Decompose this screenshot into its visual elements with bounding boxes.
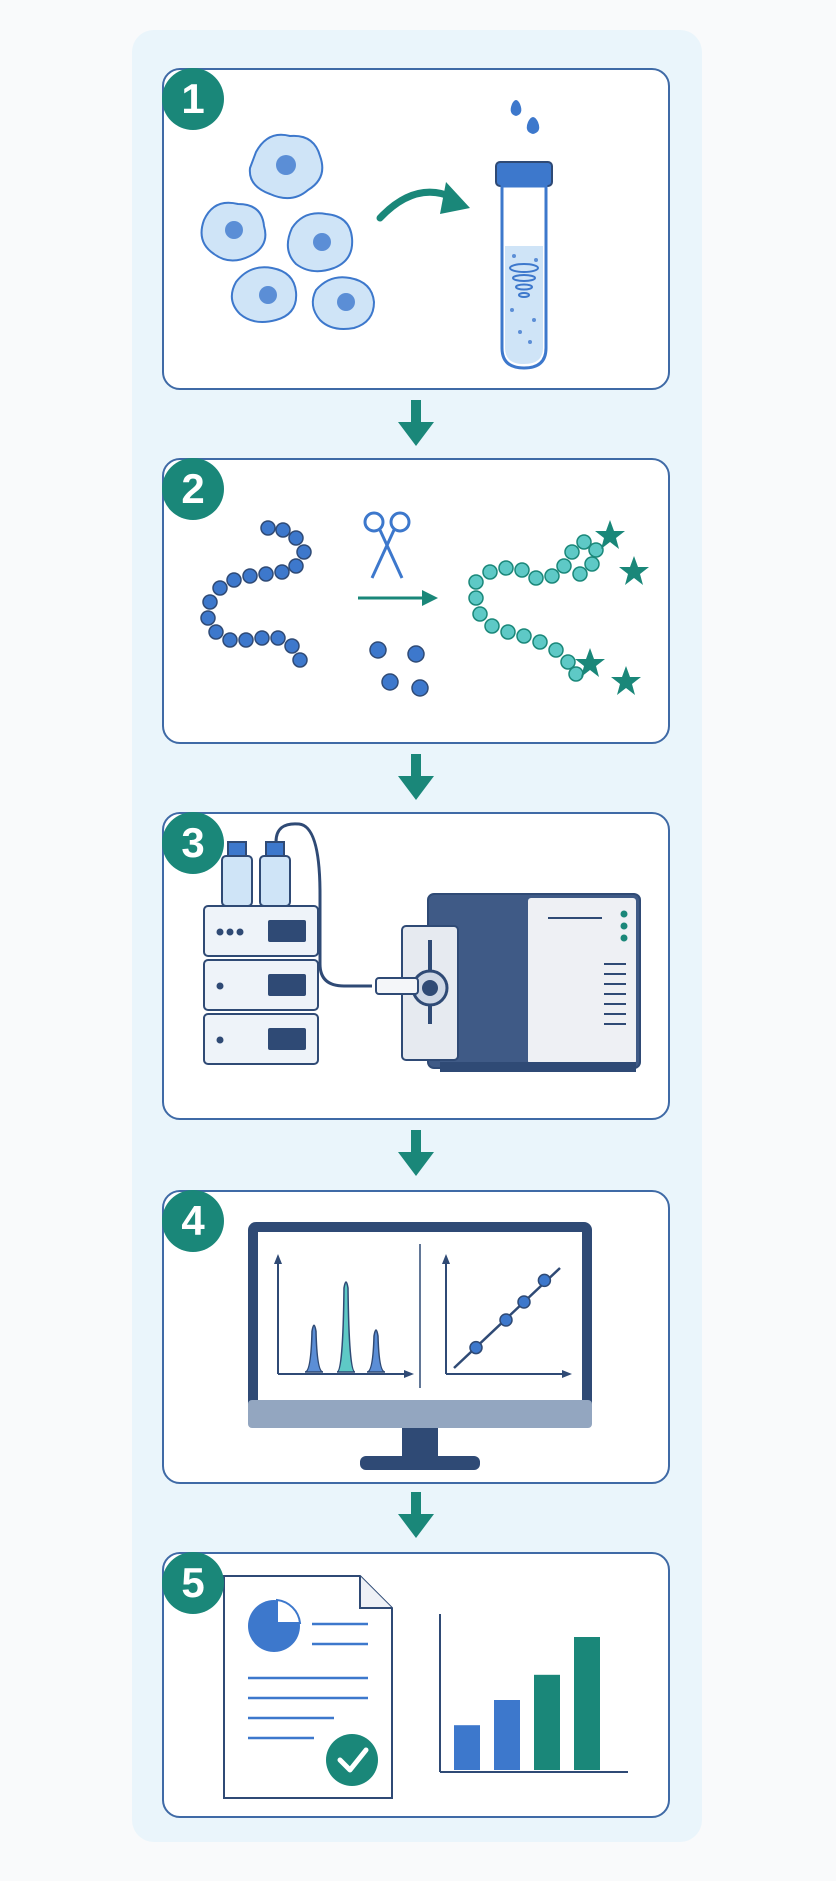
pie-chart-icon <box>248 1598 302 1652</box>
test-tube-icon <box>495 100 553 370</box>
mass-spectrometer-icon <box>375 893 641 1072</box>
flow-arrow-1 <box>398 400 434 446</box>
curved-arrow-icon <box>376 182 470 222</box>
calibration-point <box>517 1295 531 1309</box>
chromatogram-peak <box>366 1329 386 1373</box>
cells-icon <box>200 133 376 330</box>
step-2-illustration <box>200 511 649 697</box>
chromatogram-peak <box>336 1281 356 1373</box>
step-5-badge: 5 <box>162 1552 224 1614</box>
protein-chain-icon <box>200 520 312 668</box>
step-1-card <box>162 68 670 390</box>
peptide-fragments-icon <box>369 641 429 697</box>
calibration-points <box>469 1273 552 1355</box>
labeled-peptides-icon <box>468 520 649 695</box>
right-arrow-icon <box>358 590 438 606</box>
report-bar <box>454 1725 480 1770</box>
step-1-illustration <box>200 100 553 370</box>
step-3-card <box>162 812 670 1120</box>
chromatogram-icon <box>274 1254 414 1378</box>
step-2-badge: 2 <box>162 458 224 520</box>
step-3-illustration <box>203 822 641 1072</box>
step-4-badge: 4 <box>162 1190 224 1252</box>
check-icon <box>326 1734 378 1786</box>
step-3-badge: 3 <box>162 812 224 874</box>
report-bar <box>574 1637 600 1770</box>
flow-arrow-4 <box>398 1492 434 1538</box>
flow-arrow-3 <box>398 1130 434 1176</box>
report-bar <box>534 1674 560 1770</box>
monitor-icon <box>248 1222 592 1470</box>
chromatogram-peak <box>304 1324 324 1373</box>
calibration-point <box>499 1313 513 1327</box>
flow-arrow-2 <box>398 754 434 800</box>
report-bars <box>454 1637 600 1770</box>
step-2-card <box>162 458 670 744</box>
lc-system-icon <box>203 822 372 1065</box>
scissors-icon <box>363 511 411 579</box>
step-1-badge: 1 <box>162 68 224 130</box>
calibration-curve-icon <box>442 1254 572 1378</box>
step-5-card <box>162 1552 670 1818</box>
report-bar <box>494 1700 520 1770</box>
bar-chart-icon <box>439 1614 628 1773</box>
calibration-point <box>537 1273 552 1288</box>
chromatogram-peaks <box>304 1281 386 1373</box>
step-5-illustration <box>223 1575 628 1799</box>
step-4-illustration <box>248 1222 592 1470</box>
step-4-card <box>162 1190 670 1484</box>
calibration-point <box>469 1340 483 1355</box>
